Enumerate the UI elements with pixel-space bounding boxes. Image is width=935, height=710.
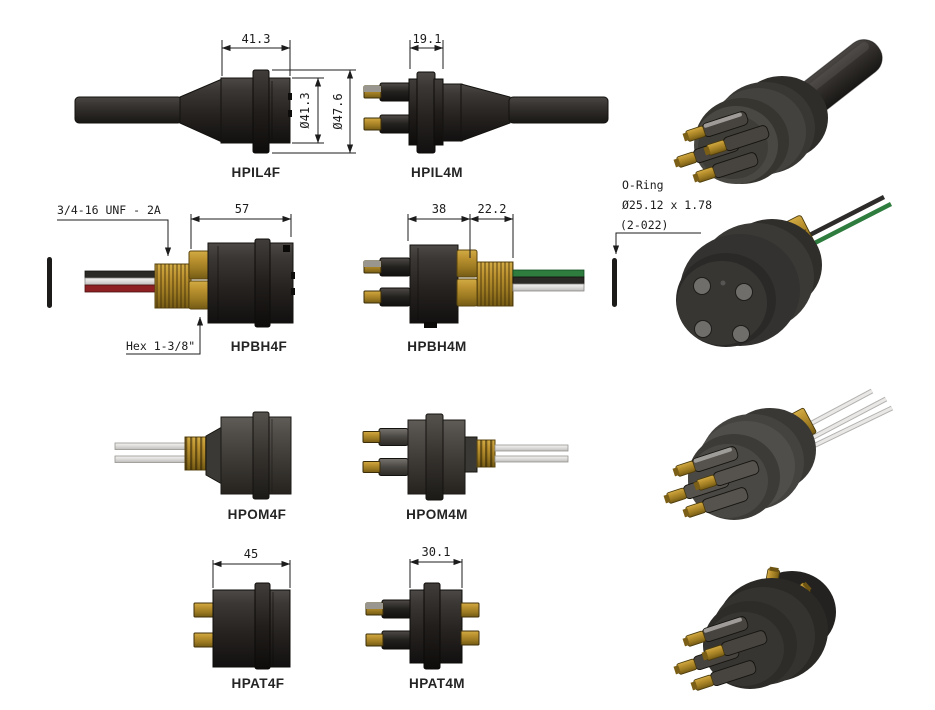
hpbh4m-thread-length-text: 22.2 xyxy=(478,202,507,216)
hpil4m-cable xyxy=(508,96,609,124)
hpil4f-flange xyxy=(252,69,270,154)
hpbh4f-hex-spec-text: Hex 1-3/8" xyxy=(126,339,195,353)
hpbh4f-length-dimension: 57 xyxy=(190,202,292,249)
hpil4m-width-dimension: 19.1 xyxy=(409,32,444,69)
hpil4m-pin-bottom xyxy=(363,114,411,134)
hpat4m-flange xyxy=(423,582,441,670)
hpil4f-width-dim-text: 41.3 xyxy=(242,32,271,46)
hpat4m-terminal-top xyxy=(460,602,480,618)
render2-keyway-dot xyxy=(720,280,726,286)
oring-size-code-text: (2-022) xyxy=(620,218,668,232)
hpat4f-label: HPAT4F xyxy=(232,676,285,691)
hpil4f-width-dimension: 41.3 xyxy=(221,32,291,76)
hpat4f-terminal-top xyxy=(193,602,215,618)
hpbh4m-wire-green xyxy=(512,269,585,278)
hpil4f-label: HPIL4F xyxy=(232,165,281,180)
render2-socket xyxy=(735,283,753,301)
hpom4f-wire-white xyxy=(114,455,188,463)
hpil4m-body xyxy=(442,83,463,142)
hpbh4f-wire-white xyxy=(84,277,158,286)
render-3d-inline-male xyxy=(672,39,883,186)
hpbh4m-hex xyxy=(456,249,478,278)
render-3d-om-male xyxy=(662,388,894,521)
hpbh4m-drawing: 38 22.2 HPBH4M xyxy=(363,202,585,354)
hpil4f-flange-diameter-dimension: Ø47.6 xyxy=(272,69,356,154)
hpil4f-body-diameter-dimension: Ø41.3 xyxy=(292,77,324,144)
hpom4m-drawing: HPOM4M xyxy=(362,413,569,522)
hpbh4m-pin-bottom xyxy=(363,287,411,307)
hpil4m-width-dim-text: 19.1 xyxy=(413,32,442,46)
hpom4m-flange xyxy=(425,413,444,501)
oring-annotation: O-Ring Ø25.12 x 1.78 (2-022) xyxy=(612,178,712,307)
hpbh4m-dimensions: 38 22.2 xyxy=(407,202,514,258)
hpbh4f-hex-note: Hex 1-3/8" xyxy=(126,316,204,355)
render2-wire-green xyxy=(801,201,893,252)
hpom4m-pin-top xyxy=(362,428,409,446)
hpbh4m-wire-white xyxy=(512,283,585,292)
hpil4m-label: HPIL4M xyxy=(411,165,463,180)
hpat4m-label: HPAT4M xyxy=(409,676,465,691)
oring-dimensions-text: Ø25.12 x 1.78 xyxy=(622,198,712,212)
render2-socket xyxy=(694,320,712,338)
hpbh4m-label: HPBH4M xyxy=(407,339,466,354)
oring-cross-section-right xyxy=(612,258,617,307)
hpom4f-flange xyxy=(252,411,270,500)
hpbh4m-body xyxy=(409,244,459,324)
hpom4m-label: HPOM4M xyxy=(406,507,468,522)
hpil4m-flange xyxy=(416,71,436,154)
hpil4f-cable xyxy=(74,96,183,124)
hpbh4f-label: HPBH4F xyxy=(231,339,287,354)
hpbh4f-flange xyxy=(254,238,271,328)
hpat4f-drawing: 45 HPAT4F xyxy=(193,547,291,691)
hpom4f-label: HPOM4F xyxy=(228,507,287,522)
oring-cross-section-left xyxy=(47,257,52,308)
hpil4f-body-dia-text: Ø41.3 xyxy=(298,92,312,128)
hpom4m-wire-white xyxy=(494,455,569,463)
oring-title-text: O-Ring xyxy=(622,178,664,192)
hpom4f-wire-white xyxy=(114,442,188,450)
hpat4m-width-dimension: 30.1 xyxy=(409,545,463,588)
render-3d-bulkhead-female xyxy=(676,194,893,347)
hpat4m-terminal-bottom xyxy=(460,630,480,646)
hpat4f-flange xyxy=(254,582,271,670)
render2-face xyxy=(677,261,767,345)
render2-socket xyxy=(732,325,750,343)
hpbh4f-drawing: 3/4-16 UNF - 2A 57 Hex 1-3/8" HPBH4F xyxy=(57,202,295,355)
hpil4m-boot-taper xyxy=(460,83,511,142)
hpat4f-terminal-bottom xyxy=(193,632,215,648)
hpbh4f-hex xyxy=(188,250,210,280)
hpil4f-drawing: 41.3 Ø41.3 Ø47.6 HPIL4F xyxy=(74,32,356,180)
hpom4m-pin-bottom xyxy=(362,458,409,476)
render2-socket xyxy=(693,277,711,295)
hpbh4f-thread-spec-text: 3/4-16 UNF - 2A xyxy=(57,203,161,217)
render-3d-at-passthrough xyxy=(672,565,836,694)
hpbh4m-wire-black xyxy=(512,276,585,285)
hpil4m-pin-top-silver-band xyxy=(364,86,381,92)
hpbh4f-wire-black xyxy=(84,270,158,279)
hpat4m-pin-bottom xyxy=(365,630,413,650)
hpbh4f-thread-note: 3/4-16 UNF - 2A xyxy=(57,203,172,257)
hpbh4m-body-length-text: 38 xyxy=(432,202,446,216)
hpat4m-drawing: 30.1 HPAT4M xyxy=(365,545,480,691)
hpil4m-drawing: 19.1 HPIL4M xyxy=(363,32,609,180)
hpat4f-width-dim-text: 45 xyxy=(244,547,258,561)
hpbh4f-length-dim-text: 57 xyxy=(235,202,249,216)
hpat4f-width-dimension: 45 xyxy=(212,547,291,588)
hpbh4f-wire-red xyxy=(84,284,158,293)
hpbh4m-pin-top-silver-band xyxy=(364,261,381,267)
hpat4m-width-dim-text: 30.1 xyxy=(422,545,451,559)
hpom4f-drawing: HPOM4F xyxy=(114,411,292,522)
hpil4f-flange-dia-text: Ø47.6 xyxy=(331,93,345,129)
hpom4f-taper xyxy=(205,426,223,485)
hpom4m-step xyxy=(464,436,478,473)
hpbh4f-body xyxy=(207,242,294,324)
hpom4m-wire-white xyxy=(494,444,569,452)
hpat4f-body xyxy=(212,589,291,668)
hpat4m-pin-top-silver-band xyxy=(366,603,383,609)
